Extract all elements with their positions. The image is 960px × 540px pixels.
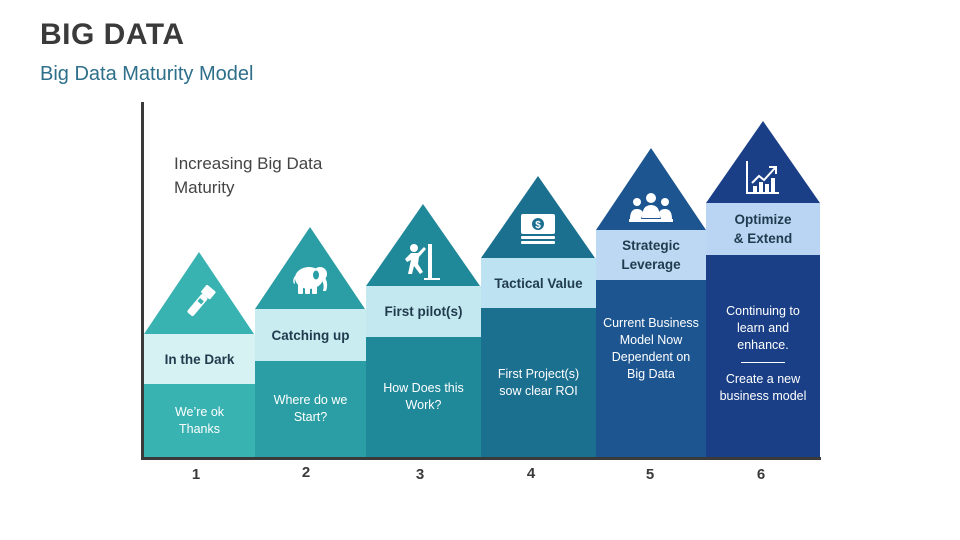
step-5-description: Current Business Model Now Dependent on … — [596, 280, 706, 457]
step-3-label: First pilot(s) — [366, 286, 481, 337]
step-6: Optimize & Extend Continuing to learn an… — [706, 121, 820, 457]
elephant-icon — [291, 263, 331, 302]
step-3: First pilot(s) How Does this Work? — [366, 204, 481, 457]
step-4-description-text: First Project(s) sow clear ROI — [497, 366, 580, 398]
team-icon — [629, 192, 673, 227]
step-number-1: 1 — [191, 466, 201, 483]
step-6-description-text-2: Create a new business model — [719, 372, 807, 403]
step-6-description-text: Continuing to learn and enhance. — [726, 304, 800, 352]
step-4-description: First Project(s) sow clear ROI — [481, 308, 596, 457]
step-4-label: Tactical Value — [481, 258, 596, 308]
step-number-5: 5 — [645, 466, 655, 483]
step-1-description-text: We’re ok Thanks — [174, 404, 225, 436]
step-6-label: Optimize & Extend — [706, 203, 820, 255]
page-title: BIG DATA — [40, 18, 185, 51]
step-3-description-text: How Does this Work? — [383, 381, 464, 412]
step-1-arrowhead — [144, 252, 254, 334]
y-axis-line — [141, 102, 144, 459]
step-number-2: 2 — [301, 464, 311, 481]
money-stack-icon: $ — [519, 212, 557, 253]
climber-icon — [402, 242, 442, 285]
step-3-arrowhead — [366, 204, 480, 286]
step-5-description-text: Current Business Model Now Dependent on … — [603, 315, 699, 381]
page-subtitle: Big Data Maturity Model — [40, 63, 254, 85]
step-1-label: In the Dark — [144, 334, 255, 384]
step-1: In the Dark We’re ok Thanks — [144, 252, 255, 457]
axis-note: Increasing Big Data Maturity — [174, 154, 323, 197]
step-5: Strategic Leverage Current Business Mode… — [596, 148, 706, 457]
step-6-description: Continuing to learn and enhance. Create … — [706, 255, 820, 457]
step-number-4: 4 — [526, 465, 536, 482]
step-5-label: Strategic Leverage — [596, 230, 706, 280]
growth-chart-icon — [745, 159, 781, 200]
step-2-description-text: Where do we Start? — [273, 393, 348, 424]
svg-text:$: $ — [535, 220, 541, 231]
step-1-description: We’re ok Thanks — [144, 384, 255, 457]
x-axis-line — [141, 457, 821, 460]
step-2-label: Catching up — [255, 309, 366, 361]
step-2-description: Where do we Start? — [255, 361, 366, 457]
step-3-description: How Does this Work? — [366, 337, 481, 457]
step-2: Catching up Where do we Start? — [255, 227, 366, 457]
step-number-6: 6 — [756, 466, 766, 483]
step-4: $ Tactical Value First Project(s) sow cl… — [481, 176, 596, 457]
flashlight-icon — [182, 282, 218, 327]
step-6-divider — [741, 362, 785, 363]
step-number-3: 3 — [415, 466, 425, 483]
